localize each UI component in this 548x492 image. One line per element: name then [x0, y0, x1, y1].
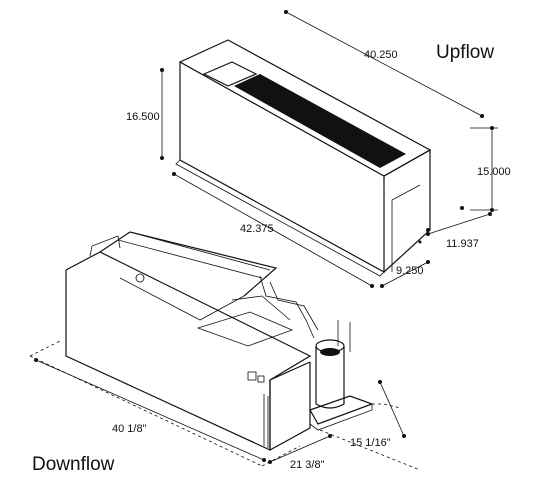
downflow-knob	[257, 375, 265, 383]
upflow-label: Upflow	[436, 42, 494, 63]
dim-downflow-length: 40 1/8"	[112, 423, 147, 435]
downflow-base-pan	[309, 395, 374, 425]
dim-line-base-depth	[381, 261, 429, 287]
upflow-side-edge	[391, 184, 421, 272]
dim-downflow-width: 21 3/8"	[290, 459, 325, 471]
downflow-inner-plate	[196, 311, 294, 347]
dim-upflow-height: 16.500	[126, 111, 160, 123]
upflow-dot	[460, 206, 464, 210]
upflow-dot	[426, 228, 430, 232]
downflow-hole	[135, 273, 145, 283]
upflow-dot	[418, 240, 422, 244]
upflow-unit: 40.250 16.500 42.375 15.000 11.937 9.250…	[126, 10, 511, 288]
downflow-knob	[247, 371, 257, 381]
downflow-open-frame	[99, 231, 278, 297]
upflow-bottom-lip	[175, 159, 385, 277]
dim-upflow-length: 42.375	[240, 223, 274, 235]
upflow-front-face	[179, 62, 385, 274]
dim-upflow-width: 40.250	[364, 49, 398, 61]
downflow-label: Downflow	[32, 454, 115, 475]
dim-line-depth	[427, 213, 491, 235]
downflow-end-box	[269, 362, 311, 452]
downflow-front-panel	[65, 270, 311, 451]
dim-line-length	[173, 173, 373, 287]
upflow-side-face	[383, 148, 431, 273]
downflow-unit: 40 1/8" 21 3/8" 15 1/16" Downflow	[29, 231, 421, 475]
downflow-top-edge	[65, 251, 312, 381]
downflow-top-bracket	[89, 235, 121, 257]
dim-upflow-depth: 11.937	[446, 238, 479, 250]
dim-upflow-base-depth: 9.250	[396, 265, 424, 277]
dim-line-downflow-width	[269, 435, 331, 463]
upflow-grille	[234, 74, 406, 168]
downflow-compressor	[315, 346, 345, 409]
dim-downflow-depth: 15 1/16"	[350, 437, 391, 449]
dim-line-downflow-length	[35, 359, 265, 461]
dim-upflow-side-height: 15.000	[477, 166, 511, 178]
dim-line-width	[285, 11, 483, 117]
upflow-control-panel	[202, 61, 258, 87]
dim-line-downflow-depth	[379, 381, 405, 437]
downflow-pipe	[259, 275, 315, 339]
